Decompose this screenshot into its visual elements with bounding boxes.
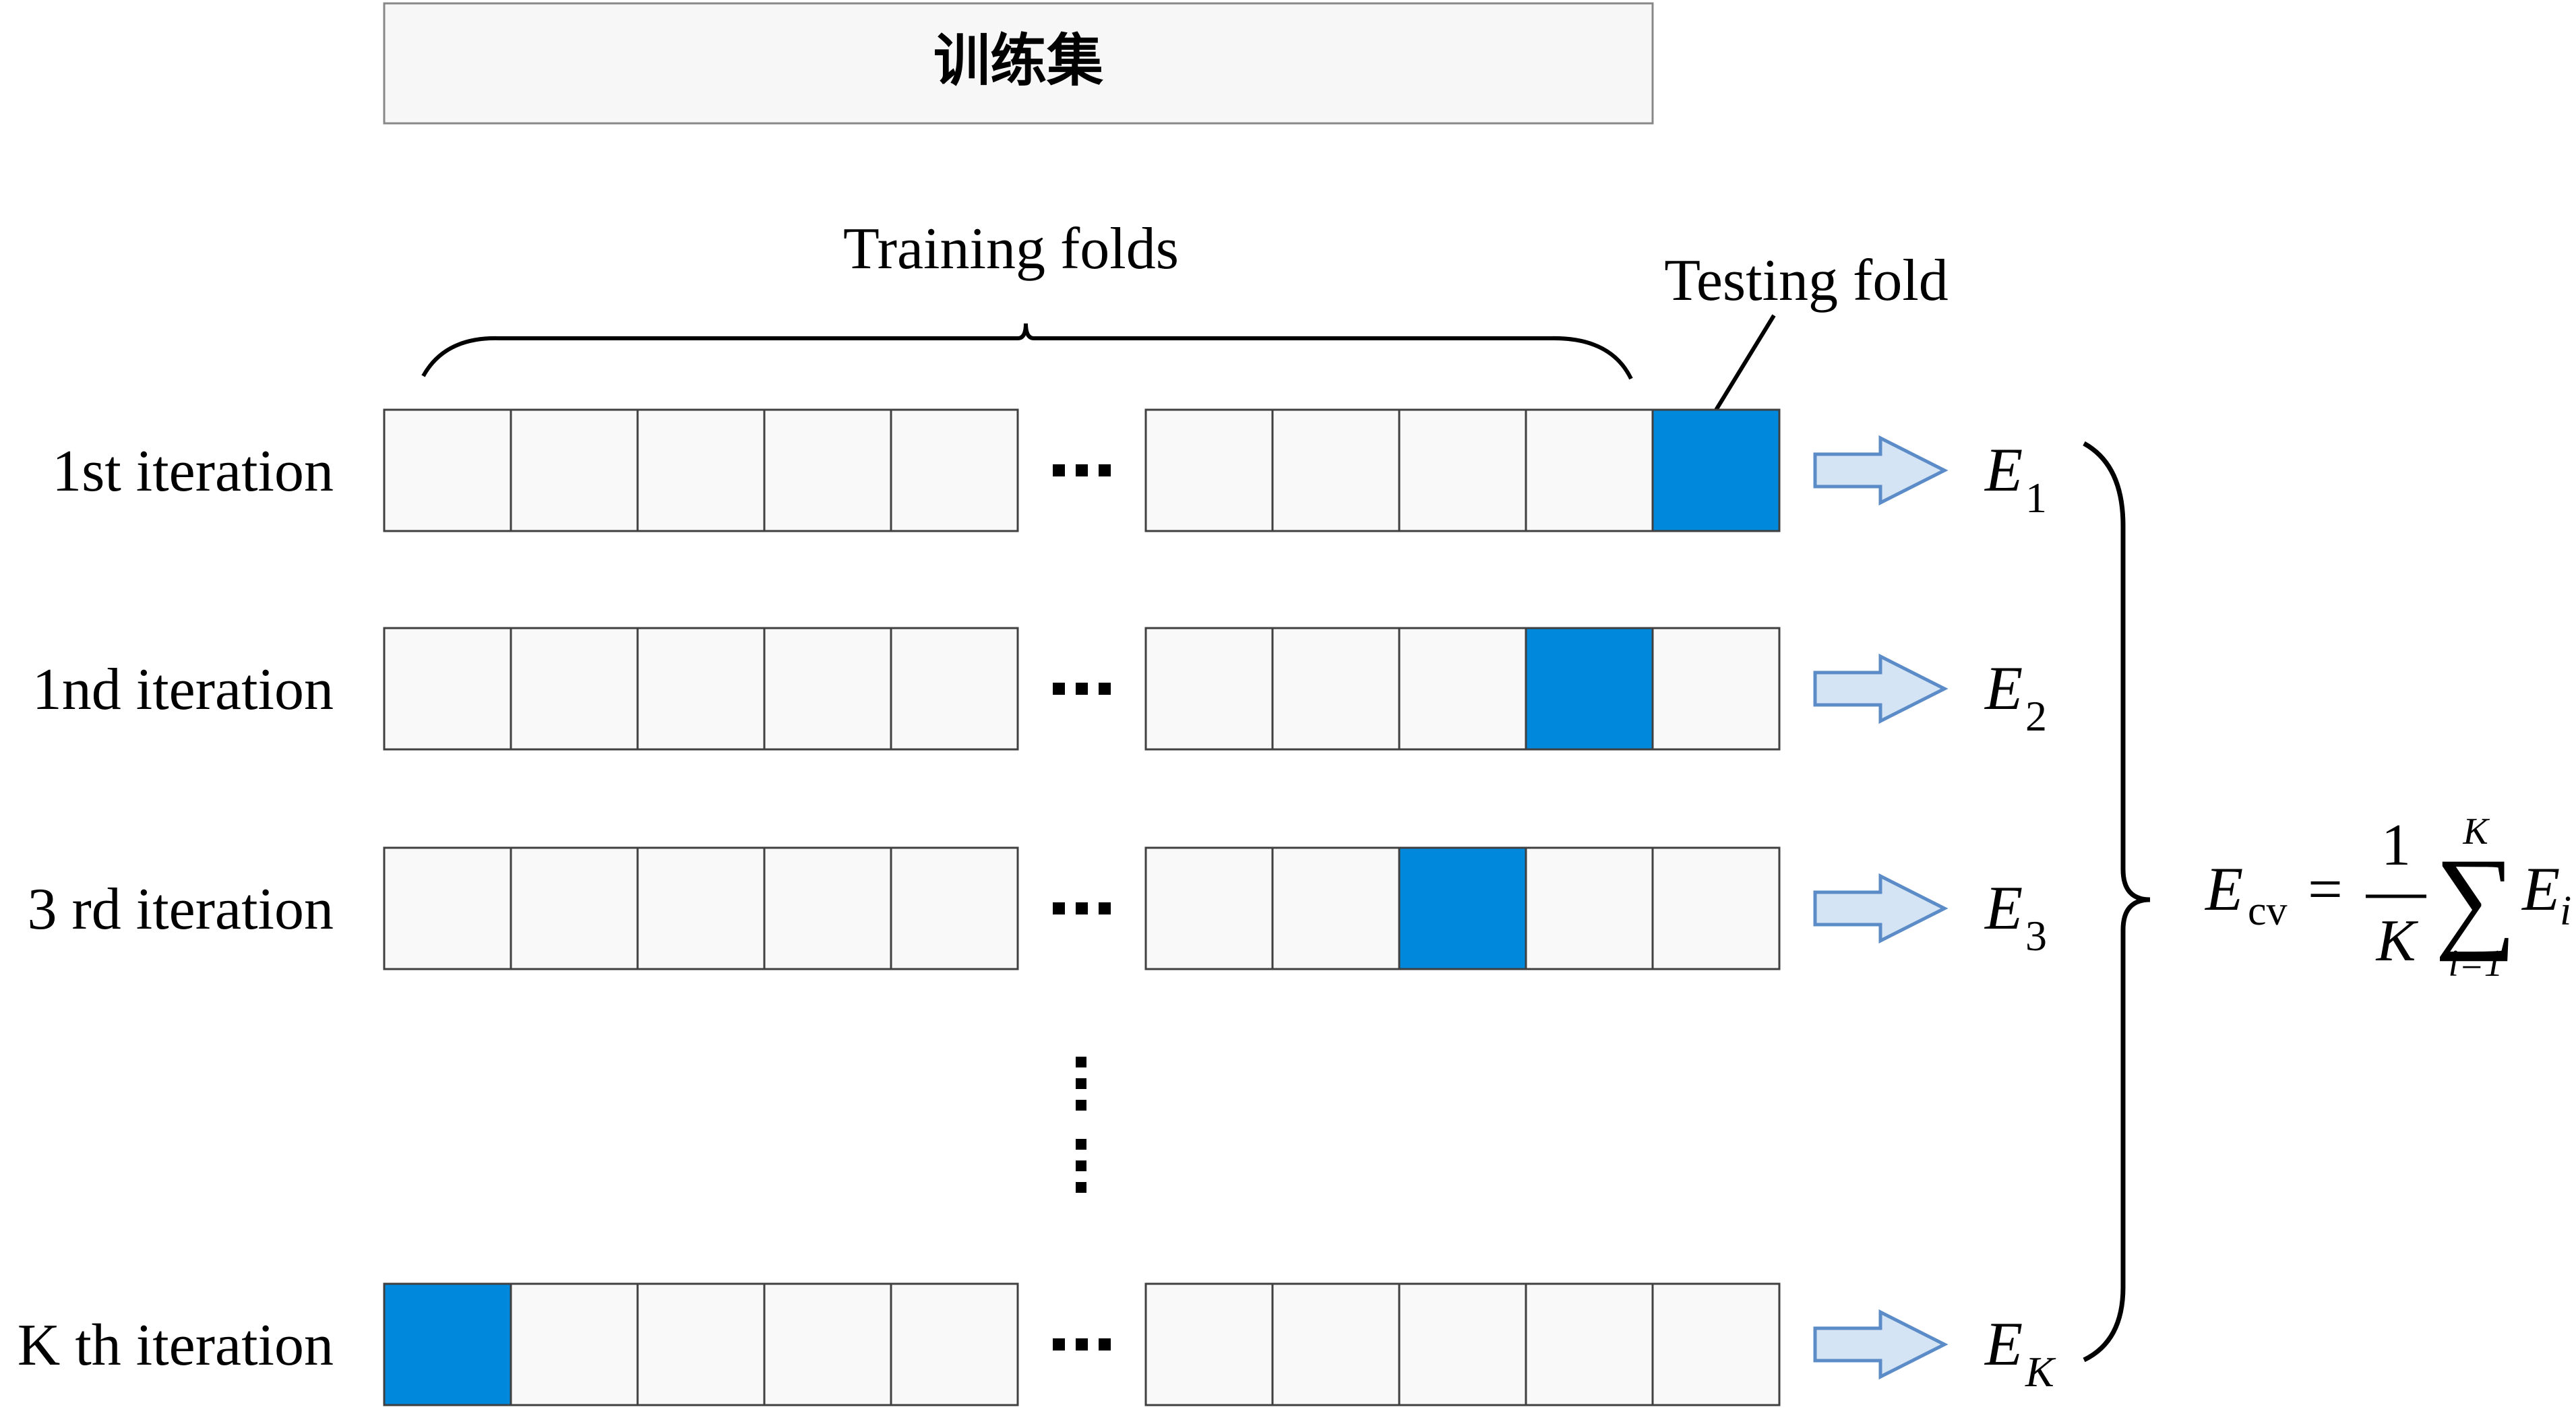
error-label-subscript: 1 — [2025, 474, 2047, 522]
training-fold-cell — [383, 408, 512, 532]
training-fold-cell — [1651, 846, 1781, 970]
training-fold-cell — [636, 408, 766, 532]
result-arrow-icon — [1813, 435, 1949, 506]
training-fold-cell — [636, 627, 766, 751]
training-fold-cell — [1144, 408, 1274, 532]
training-fold-cell — [1144, 627, 1274, 751]
training-fold-cell — [890, 846, 1019, 970]
formula-denominator: K — [2375, 908, 2419, 974]
training-fold-cell — [1525, 408, 1654, 532]
error-label: E — [1984, 1309, 2023, 1378]
training-set-box — [383, 2, 1654, 125]
error-label: E — [1984, 654, 2023, 722]
result-arrow-icon — [1813, 873, 1949, 944]
iteration-label: 1nd iteration — [32, 657, 334, 722]
testing-fold-cell — [1651, 408, 1781, 532]
training-fold-cell — [763, 846, 892, 970]
formula-lhs-base: E — [2204, 855, 2243, 923]
training-fold-cell — [1651, 1282, 1781, 1406]
result-arrow-icon — [1813, 1309, 1949, 1380]
iteration-label: 3 rd iteration — [27, 877, 334, 942]
training-fold-cell — [1525, 846, 1654, 970]
formula-term-base: E — [2521, 855, 2560, 923]
horizontal-ellipsis — [1053, 464, 1111, 476]
error-label: E — [1984, 435, 2023, 504]
training-set-label: 训练集 — [933, 28, 1103, 94]
training-fold-cell — [383, 846, 512, 970]
training-fold-cell — [510, 627, 639, 751]
error-label-subscript: K — [2025, 1348, 2056, 1396]
training-fold-cell — [763, 408, 892, 532]
training-fold-cell — [1271, 846, 1401, 970]
formula-term-sub: i — [2560, 888, 2571, 934]
formula-sigma: ∑ — [2434, 835, 2516, 962]
horizontal-ellipsis — [1053, 683, 1111, 695]
training-folds-brace — [421, 323, 1633, 380]
error-label-subscript: 2 — [2025, 692, 2047, 740]
training-fold-cell — [1271, 627, 1401, 751]
formula-lower: i=1 — [2448, 943, 2503, 985]
testing-fold-cell — [1525, 627, 1654, 751]
error-label-subscript: 3 — [2025, 912, 2047, 960]
formula-equals: = — [2308, 855, 2343, 923]
training-fold-cell — [1651, 627, 1781, 751]
testing-fold-cell — [383, 1282, 512, 1406]
training-fold-cell — [890, 1282, 1019, 1406]
vertical-ellipsis — [1076, 1057, 1086, 1193]
formula-numerator: 1 — [2381, 813, 2411, 878]
testing-fold-label: Testing fold — [1664, 248, 1949, 313]
horizontal-ellipsis — [1053, 1338, 1111, 1351]
error-label: E — [1984, 873, 2023, 942]
training-fold-cell — [510, 1282, 639, 1406]
formula-lhs: E — [2204, 855, 2243, 923]
training-fold-cell — [1398, 627, 1527, 751]
training-fold-cell — [763, 627, 892, 751]
formula-lhs-sub: cv — [2248, 888, 2288, 934]
training-folds-label: Training folds — [843, 216, 1179, 282]
training-fold-cell — [763, 1282, 892, 1406]
training-fold-cell — [1271, 408, 1401, 532]
training-fold-cell — [1271, 1282, 1401, 1406]
training-fold-cell — [1525, 1282, 1654, 1406]
training-fold-cell — [890, 627, 1019, 751]
cv-error-formula: E cv = 1 K ∑ K i=1 E i — [2204, 811, 2571, 985]
iteration-label: 1st iteration — [52, 439, 334, 504]
training-fold-cell — [636, 1282, 766, 1406]
testing-fold-cell — [1398, 846, 1527, 970]
training-fold-cell — [383, 627, 512, 751]
training-fold-cell — [1144, 846, 1274, 970]
training-fold-cell — [636, 846, 766, 970]
testing-fold-pointer — [1713, 314, 1776, 412]
horizontal-ellipsis — [1053, 902, 1111, 914]
training-fold-cell — [890, 408, 1019, 532]
formula-upper: K — [2462, 811, 2490, 852]
training-fold-cell — [1398, 1282, 1527, 1406]
training-fold-cell — [1144, 1282, 1274, 1406]
result-arrow-icon — [1813, 653, 1949, 724]
iteration-label: K th iteration — [18, 1313, 334, 1378]
errors-bracket — [2083, 441, 2151, 1363]
training-fold-cell — [510, 846, 639, 970]
training-fold-cell — [510, 408, 639, 532]
training-fold-cell — [1398, 408, 1527, 532]
